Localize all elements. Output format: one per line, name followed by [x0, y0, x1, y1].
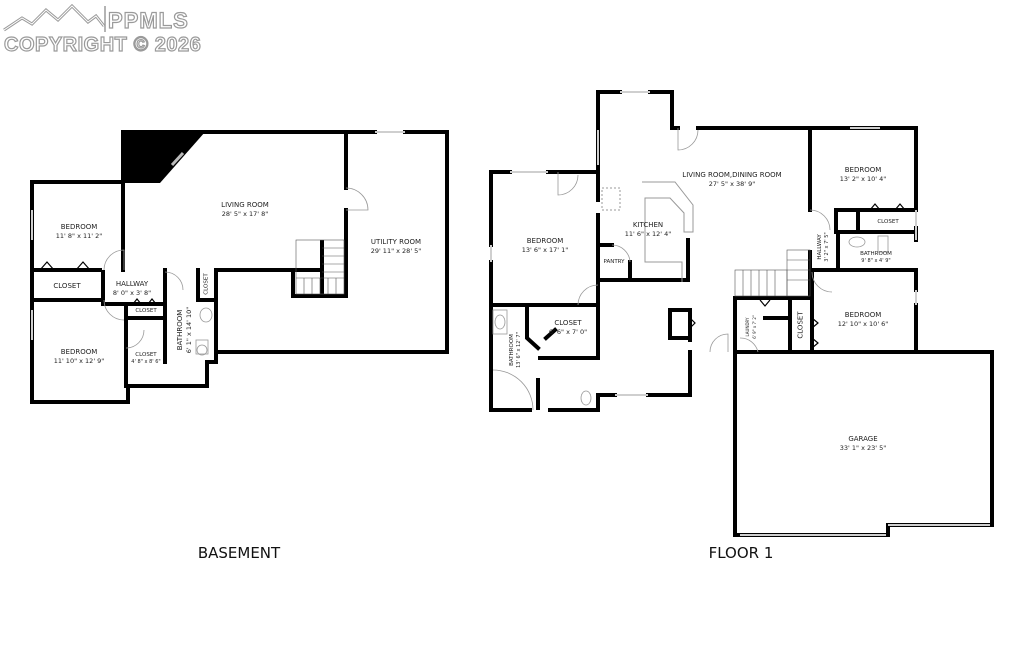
room-label-closet: CLOSET	[135, 308, 157, 314]
room-label-closet: CLOSET	[203, 273, 210, 295]
room-label-pantry: PANTRY	[603, 259, 625, 265]
watermark-copyright: COPYRIGHT © 2026	[3, 33, 202, 56]
ppmls-watermark: PPMLS COPYRIGHT © 2026	[2, 4, 207, 57]
room-label-closet: CLOSET	[53, 282, 81, 290]
watermark-brand: PPMLS	[107, 7, 189, 33]
room-label-closet: CLOSET	[877, 219, 899, 225]
room-label-closet: CLOSET	[796, 311, 805, 339]
floor-title-basement: BASEMENT	[197, 544, 281, 562]
floor-title-floor-1: FLOOR 1	[708, 544, 774, 562]
mountain-logo-icon	[3, 4, 106, 32]
